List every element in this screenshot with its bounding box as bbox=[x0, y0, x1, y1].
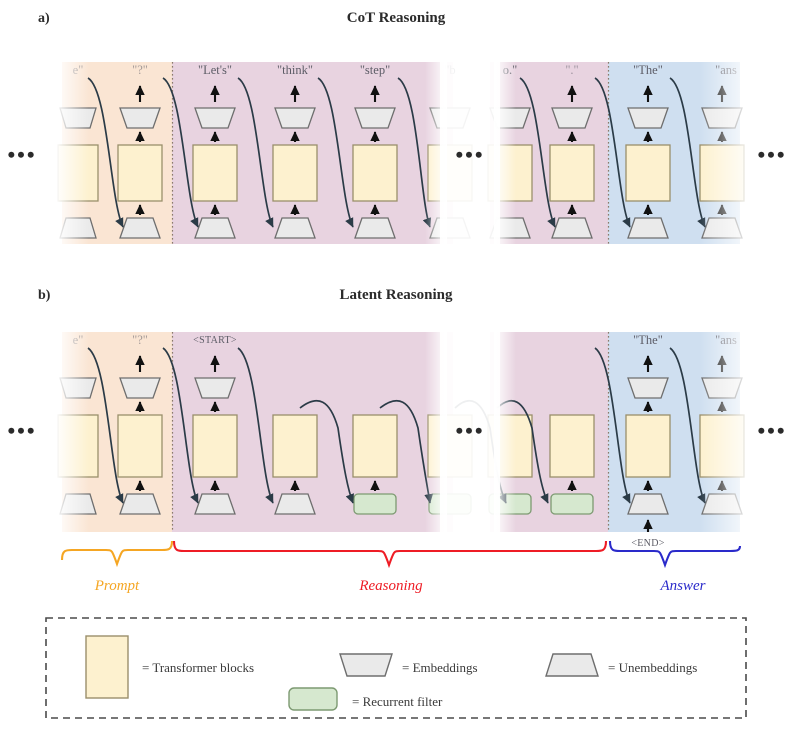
brace-label-prompt: Prompt bbox=[94, 578, 140, 594]
recurrent-filter-b-7 bbox=[550, 493, 594, 515]
legend-border bbox=[45, 617, 747, 719]
ellipsis-a-mid: ••• bbox=[455, 142, 484, 167]
brace-answer bbox=[608, 540, 742, 569]
fade-gap-b2 bbox=[425, 320, 447, 535]
token-label-a-4: "step" bbox=[360, 63, 390, 77]
legend-swatch-filter bbox=[288, 687, 338, 711]
panel-a-title: CoT Reasoning bbox=[346, 10, 446, 26]
brace-reasoning bbox=[172, 540, 608, 569]
fade-right-b bbox=[700, 320, 756, 535]
legend-swatch-unembedding bbox=[545, 653, 599, 677]
fade-gap-b bbox=[440, 320, 500, 535]
fade-right-a bbox=[700, 50, 756, 250]
fade-gap-a2 bbox=[425, 50, 447, 250]
panel-a-letter: a) bbox=[38, 11, 50, 26]
brace-label-answer: Answer bbox=[660, 578, 706, 594]
column-7-a bbox=[549, 85, 595, 239]
ellipsis-b-mid: ••• bbox=[455, 418, 484, 443]
column-8-b bbox=[625, 355, 671, 532]
ellipsis-b-right: ••• bbox=[757, 418, 786, 443]
token-label-b-2-start: <START> bbox=[193, 335, 237, 346]
legend-item-transformer-blocks: = Transformer blocks bbox=[85, 635, 254, 699]
legend-item-recurrent-filter: = Recurrent filter bbox=[288, 687, 443, 711]
phase-braces: Prompt Reasoning Answer bbox=[60, 540, 742, 594]
ellipsis-a-left: ••• bbox=[7, 142, 36, 167]
column-2-b bbox=[192, 355, 238, 515]
column-3-b bbox=[272, 414, 318, 515]
token-label-a-1: "?" bbox=[132, 63, 148, 77]
panel-b-diagram: e" "?" <START> "The" "ans <END> ••• ••• … bbox=[7, 320, 786, 549]
token-label-a-3: "think" bbox=[277, 63, 313, 77]
column-2-a bbox=[192, 85, 238, 239]
legend-swatch-transformer bbox=[85, 635, 129, 699]
ellipsis-a-right: ••• bbox=[757, 142, 786, 167]
legend-label-embeddings: = Embeddings bbox=[402, 660, 478, 675]
fade-gap-b3 bbox=[494, 320, 516, 535]
column-4-b bbox=[352, 414, 398, 515]
legend-label-unembeddings: = Unembeddings bbox=[608, 660, 697, 675]
token-label-a-7: "." bbox=[565, 63, 578, 77]
panel-b-letter: b) bbox=[38, 288, 51, 303]
fade-left-a bbox=[55, 50, 89, 250]
token-label-b-1: "?" bbox=[132, 333, 148, 347]
panel-b-title: Latent Reasoning bbox=[339, 287, 453, 303]
recurrent-filter-b-4 bbox=[353, 493, 397, 515]
fade-gap-a bbox=[440, 50, 500, 250]
token-label-a-8: "The" bbox=[633, 63, 663, 77]
ellipsis-b-left: ••• bbox=[7, 418, 36, 443]
column-4-a bbox=[352, 85, 398, 239]
legend-label-recurrent-filter: = Recurrent filter bbox=[352, 694, 443, 709]
column-1-b bbox=[117, 355, 163, 515]
token-label-b-end: <END> bbox=[631, 538, 664, 549]
fade-left-b bbox=[55, 320, 89, 535]
column-1-a bbox=[117, 85, 163, 239]
legend-label-transformer: = Transformer blocks bbox=[142, 660, 254, 675]
panel-a-diagram: e" "?" "Let's" "think" "step" "b o." "."… bbox=[7, 50, 786, 250]
column-3-a bbox=[272, 85, 318, 239]
legend-item-embeddings: = Embeddings bbox=[339, 653, 478, 677]
token-label-b-8: "The" bbox=[633, 333, 663, 347]
legend-item-unembeddings: = Unembeddings bbox=[545, 653, 697, 677]
fade-gap-a3 bbox=[494, 50, 516, 250]
column-7-b bbox=[549, 414, 595, 515]
column-8-a bbox=[625, 85, 671, 239]
legend-swatch-embedding bbox=[339, 653, 393, 677]
legend-box: = Transformer blocks = Embeddings = Unem… bbox=[45, 617, 747, 719]
token-label-a-2: "Let's" bbox=[198, 63, 232, 77]
brace-label-reasoning: Reasoning bbox=[358, 578, 423, 594]
brace-prompt bbox=[60, 540, 174, 568]
